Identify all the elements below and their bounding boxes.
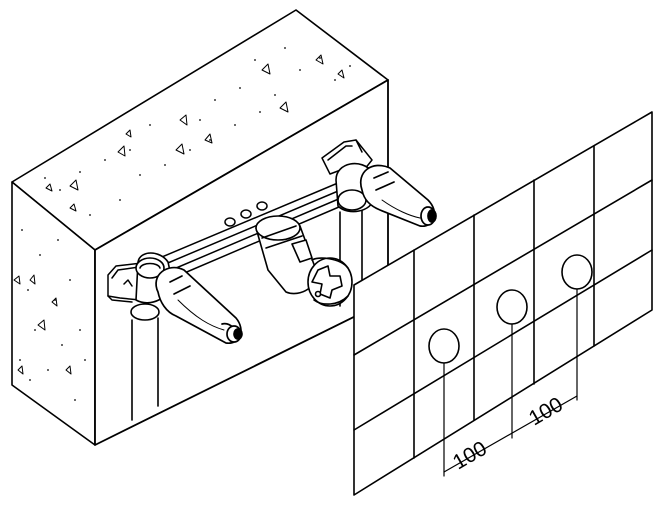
- opening-center: [496, 289, 528, 325]
- opening-left: [428, 328, 460, 364]
- vertical-pipe-left: [130, 303, 160, 421]
- right-protective-cap: [359, 164, 437, 227]
- concrete-texture-top: [44, 47, 351, 216]
- opening-right: [561, 254, 593, 290]
- concrete-aggregate-left: [13, 274, 72, 375]
- center-adapter: [255, 215, 318, 295]
- left-protective-cap: [155, 266, 243, 344]
- center-cap-socket: [307, 257, 353, 307]
- dimension-label-left: 100: [449, 437, 491, 474]
- dimension-lines: [443, 288, 578, 477]
- tile-openings: [428, 254, 593, 364]
- dimension-label-right: 100: [525, 393, 567, 430]
- concrete-aggregate-top: [45, 54, 345, 212]
- concrete-wall: [11, 9, 389, 446]
